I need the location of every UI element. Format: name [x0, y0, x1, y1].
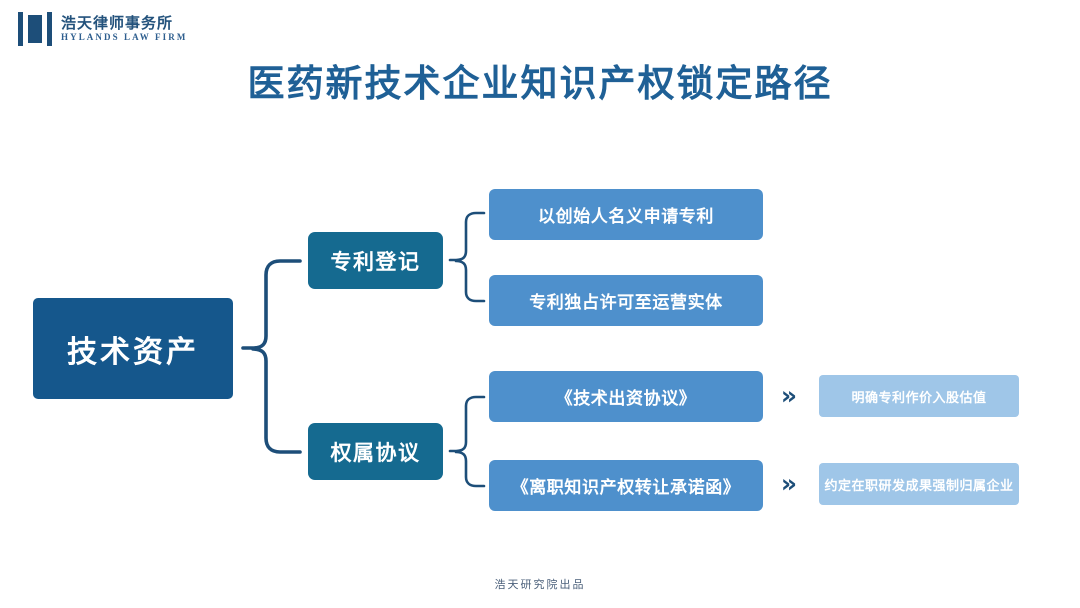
node-branch-ownership-agreement[interactable]: 权属协议: [308, 423, 443, 480]
node-outcome-rnd-results-attribution[interactable]: 约定在职研发成果强制归属企业: [819, 463, 1019, 505]
hylands-bracket-logo-icon: [18, 12, 52, 46]
firm-name-en: HYLANDS LAW FIRM: [61, 32, 188, 43]
curly-brace-icon: [251, 347, 302, 454]
node-root-tech-asset[interactable]: 技术资产: [33, 298, 233, 399]
curly-brace-icon: [454, 450, 486, 488]
node-outcome-patent-valuation[interactable]: 明确专利作价入股估值: [819, 375, 1019, 417]
node-leaf-exclusive-license[interactable]: 专利独占许可至运营实体: [489, 275, 763, 326]
page-title: 医药新技术企业知识产权锁定路径: [247, 62, 833, 105]
double-chevron-right-icon: »: [780, 381, 798, 410]
double-chevron-right-icon: »: [780, 469, 798, 498]
curly-brace-icon: [448, 395, 486, 453]
curly-brace-icon: [448, 211, 486, 262]
firm-logo-text: 浩天律师事务所 HYLANDS LAW FIRM: [61, 15, 187, 43]
footer-credit: 浩天研究院出品: [494, 578, 586, 591]
node-branch-patent-registration[interactable]: 专利登记: [308, 232, 443, 289]
node-leaf-tech-contribution-agreement[interactable]: 《技术出资协议》: [489, 371, 763, 422]
curly-brace-icon: [454, 259, 486, 303]
curly-brace-icon: [241, 259, 302, 350]
node-leaf-ip-transfer-commitment-letter[interactable]: 《离职知识产权转让承诺函》: [489, 460, 763, 511]
firm-name-cn: 浩天律师事务所: [61, 13, 174, 32]
firm-logo: 浩天律师事务所 HYLANDS LAW FIRM: [18, 12, 187, 46]
node-leaf-founder-patent-application[interactable]: 以创始人名义申请专利: [489, 189, 763, 240]
